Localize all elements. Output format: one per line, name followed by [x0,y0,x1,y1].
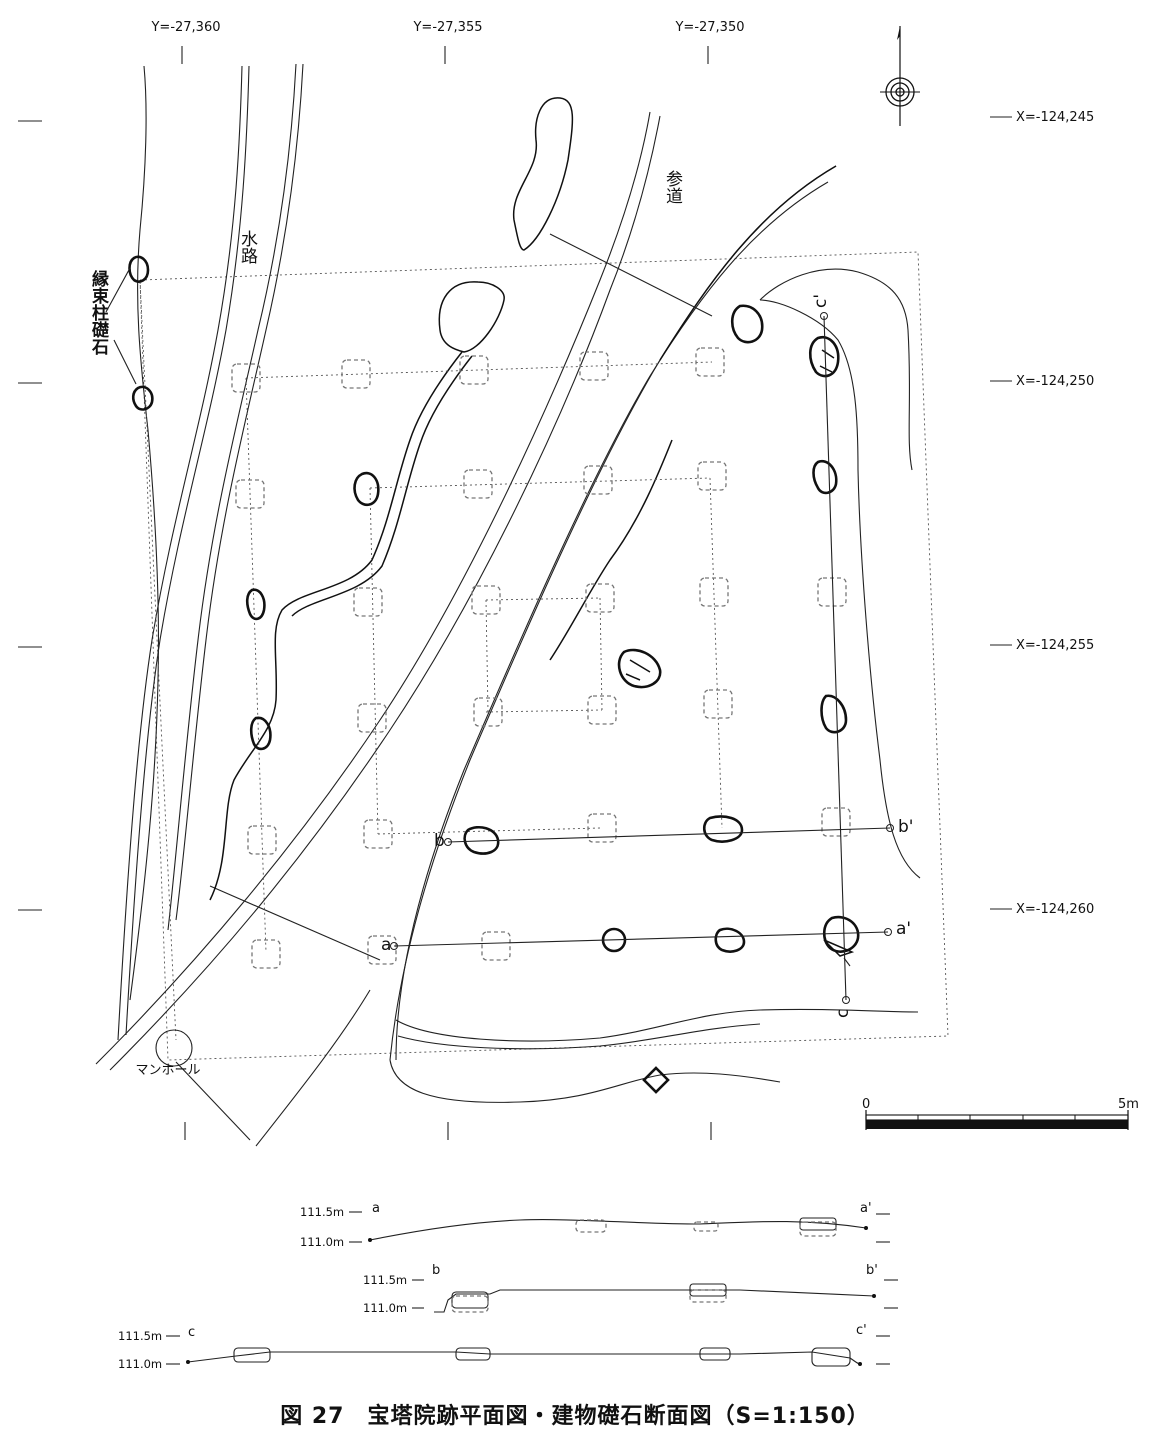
section-point-c: c [833,1009,853,1018]
section-b: 111.5m 111.0m b b' [363,1263,898,1315]
road-edges [95,111,921,1147]
stones-label: 縁束柱礎石 [88,269,110,356]
section-c-upper: 111.5m [118,1329,162,1343]
section-c: 111.5m 111.0m c c' [118,1323,890,1371]
waterway-channel [117,63,304,1041]
foundation-stones-missing [231,347,851,969]
section-a-lower: 111.0m [300,1235,344,1249]
section-c-start: c [188,1325,195,1340]
waterway-label: 水路 [237,230,258,264]
section-b-start: b [432,1263,440,1278]
scale-end-label: 5m [1118,1097,1139,1112]
scale-start-label: 0 [862,1097,870,1112]
section-a-start: a [372,1201,380,1216]
section-a-end: a' [860,1201,872,1216]
building-grid-lines [139,279,723,1041]
y-coordinate-labels: Y=-27,360 Y=-27,355 Y=-27,350 [150,20,745,1140]
section-b-end: b' [866,1263,878,1278]
section-point-a-prime: a' [896,919,911,939]
x-coord-label: X=-124,245 [1016,110,1094,125]
x-coord-label: X=-124,260 [1016,902,1094,917]
section-point-b-prime: b' [898,817,913,837]
x-coordinate-labels: X=-124,245 X=-124,250 X=-124,255 X=-124,… [18,110,1094,917]
x-coord-label: X=-124,255 [1016,638,1094,653]
survey-boundary [139,251,949,1061]
section-point-a: a [381,935,391,955]
manhole-label: マンホール [135,1063,200,1078]
section-a: 111.5m 111.0m a a' [300,1201,890,1249]
foundation-stones-extant [128,255,860,1094]
y-coord-label: Y=-27,350 [674,20,744,35]
section-point-b: b [434,831,445,851]
manhole-icon [155,1029,193,1067]
scale-bar: 0 5m [862,1097,1139,1130]
north-arrow-icon [880,26,920,126]
section-b-upper: 111.5m [363,1273,407,1287]
section-c-end: c' [856,1323,867,1338]
y-coord-label: Y=-27,360 [150,20,220,35]
section-b-lower: 111.0m [363,1301,407,1315]
y-coord-label: Y=-27,355 [412,20,482,35]
section-a-upper: 111.5m [300,1205,344,1219]
figure-caption: 図 27 宝塔院跡平面図・建物礎石断面図（S=1:150） [280,1404,870,1429]
disturbed-area-edge [209,97,673,901]
section-point-c-prime: c' [811,294,831,308]
section-lines [390,312,894,1004]
section-c-lower: 111.0m [118,1357,162,1371]
x-coord-label: X=-124,250 [1016,374,1094,389]
approach-label: 参道 [662,170,683,204]
